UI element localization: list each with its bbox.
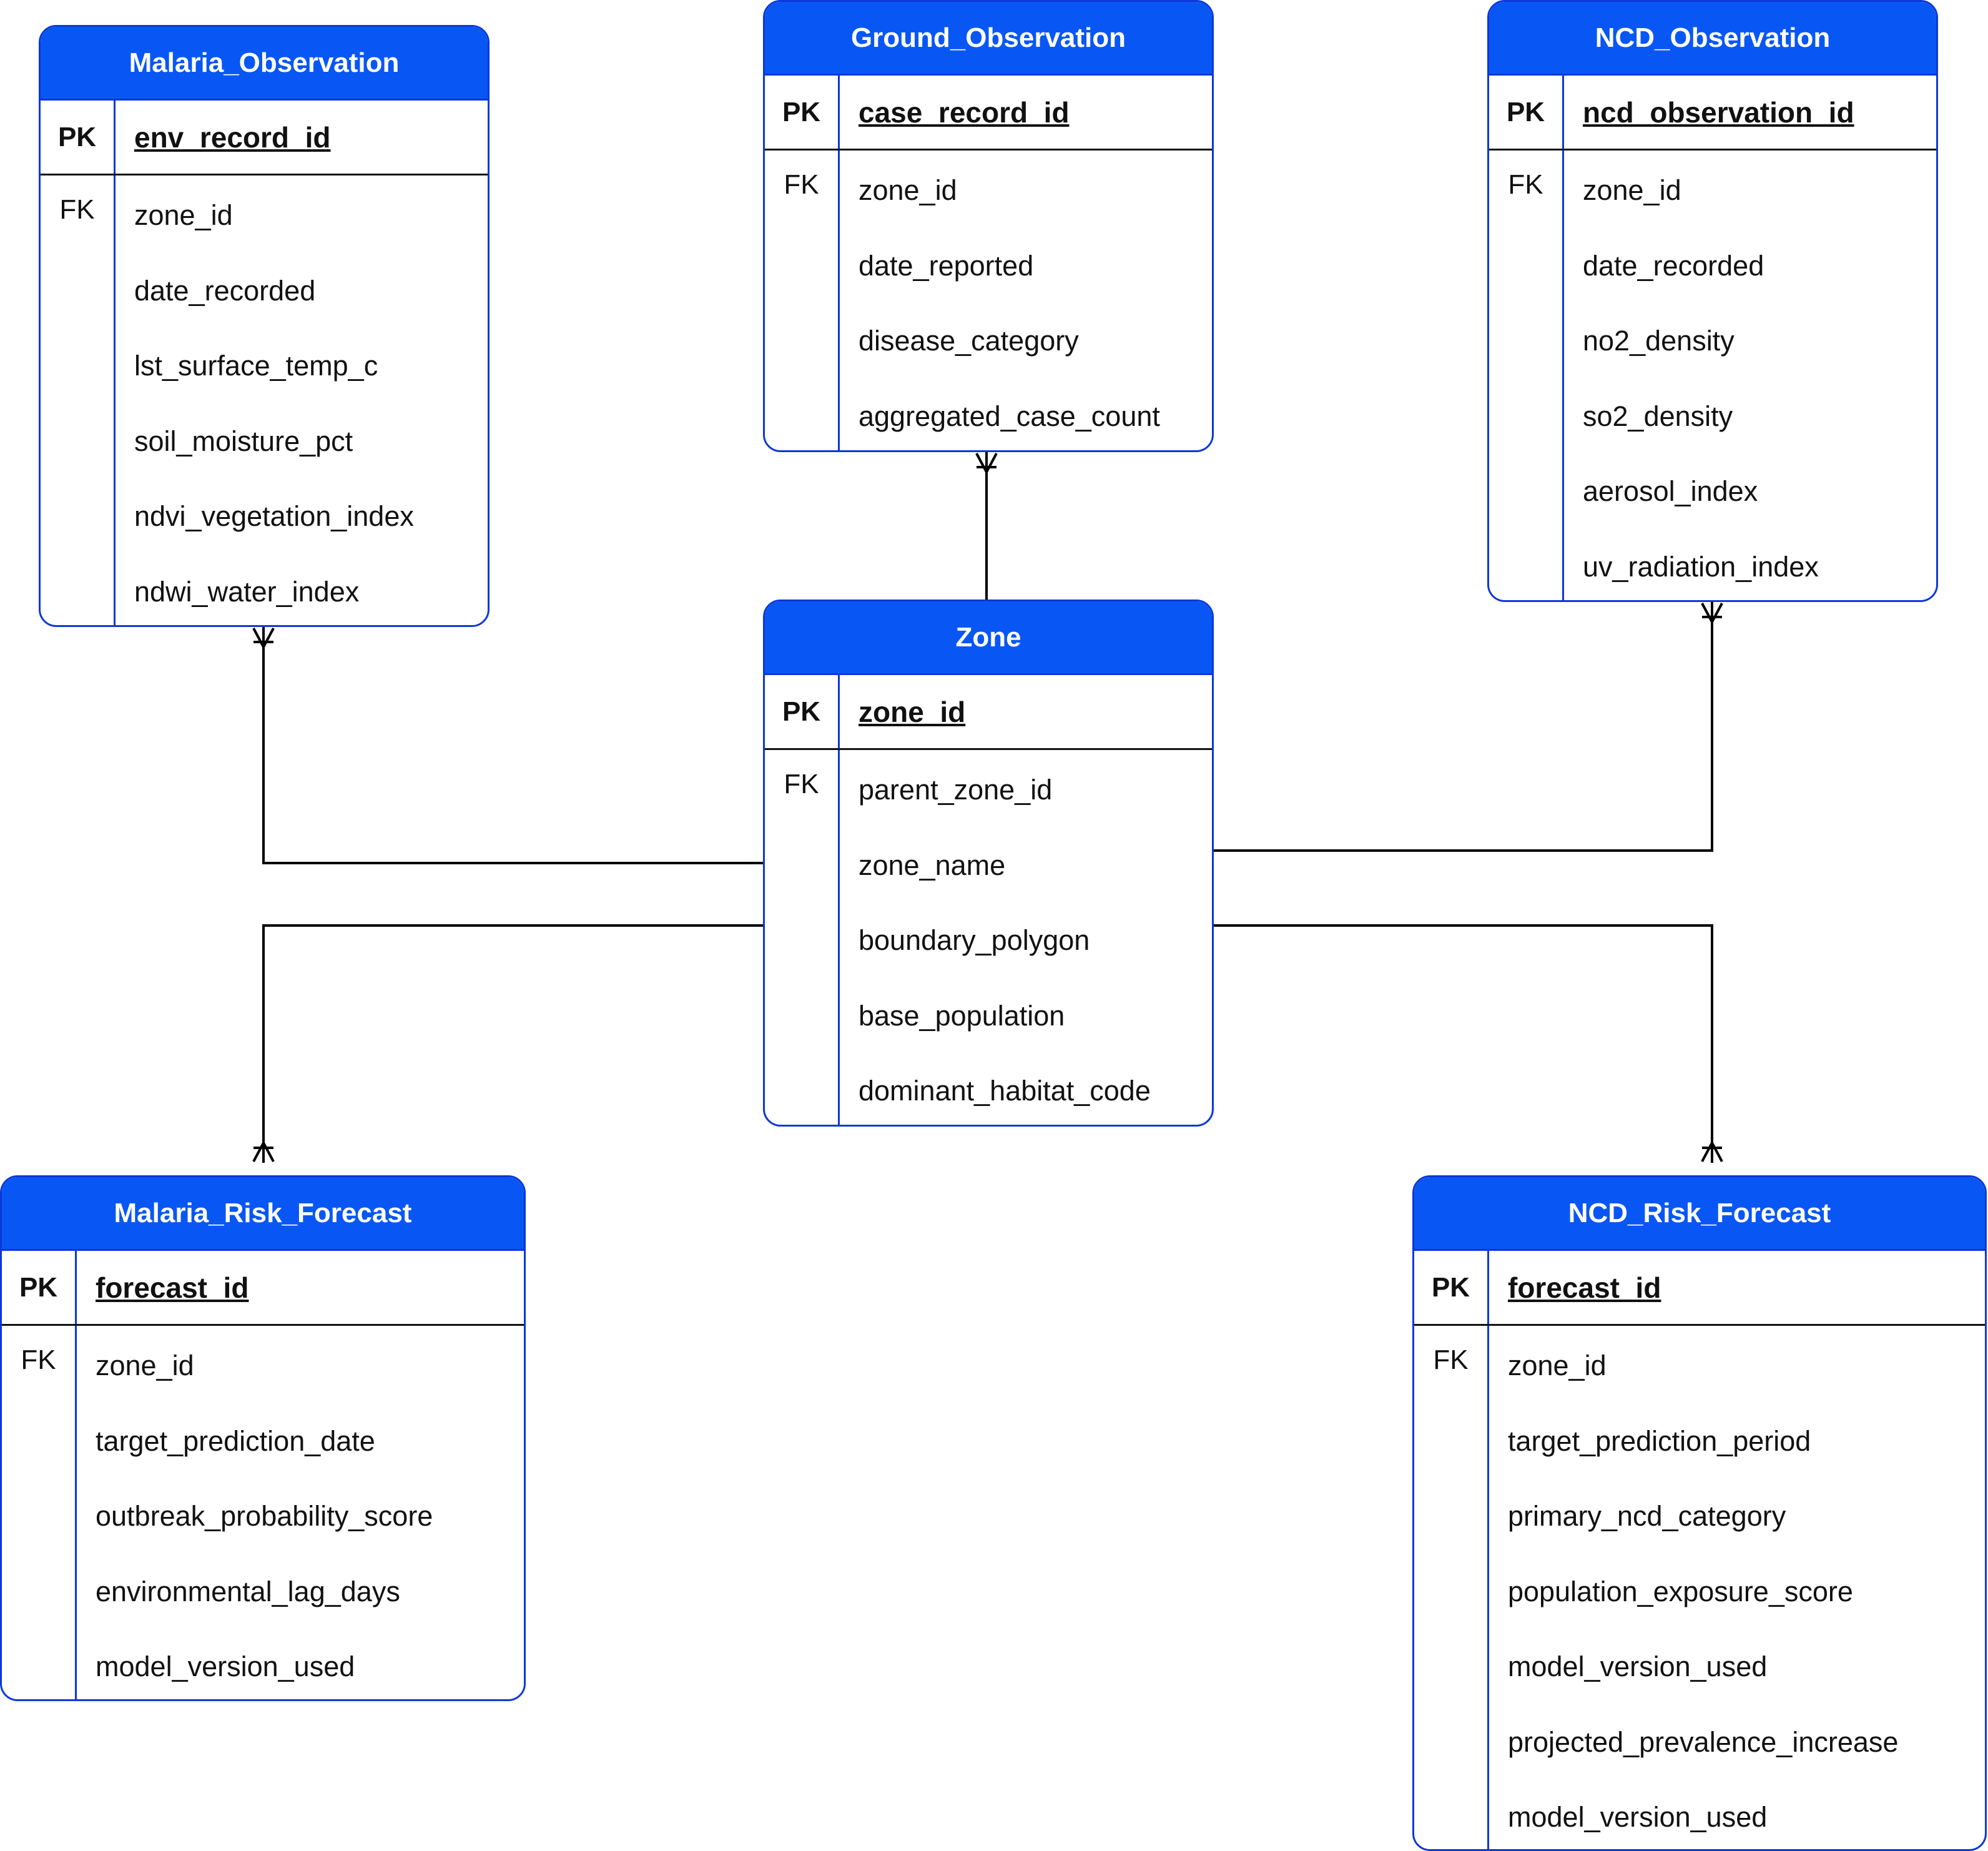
attribute-population-exposure-score: population_exposure_score <box>1508 1575 1853 1607</box>
pk-label: PK <box>1489 76 1564 149</box>
primary-key-field: forecast_id <box>96 1271 249 1304</box>
crows-foot-marker <box>1701 603 1723 623</box>
primary-key-field: env_record_id <box>134 121 331 154</box>
primary-key-row: PK case_record_id <box>765 76 1212 151</box>
relationship-ncd-observation <box>1214 602 1723 852</box>
primary-key-field: ncd_observation_id <box>1583 96 1854 129</box>
fk-label: FK <box>1489 151 1564 600</box>
fk-label: FK <box>2 1326 77 1699</box>
attribute-list: zone_id date_recorded lst_surface_temp_c… <box>116 175 414 625</box>
primary-key-field: forecast_id <box>1508 1271 1661 1304</box>
fk-label: FK <box>1414 1326 1489 1849</box>
attribute-aerosol-index: aerosol_index <box>1583 475 1758 508</box>
crows-foot-marker <box>252 628 275 648</box>
entity-title: NCD_Risk_Forecast <box>1414 1177 1985 1251</box>
attribute-so2-density: so2_density <box>1583 400 1733 432</box>
relationship-malaria-observation <box>252 627 763 864</box>
attribute-aggregated-case-count: aggregated_case_count <box>859 400 1160 432</box>
fk-label: FK <box>765 151 840 450</box>
attribute-zone-id: zone_id <box>859 174 957 207</box>
attribute-zone-id: zone_id <box>96 1350 194 1382</box>
attribute-no2-density: no2_density <box>1583 325 1735 357</box>
primary-key-row: PK forecast_id <box>2 1251 524 1326</box>
attribute-list: zone_id target_prediction_period primary… <box>1489 1326 1899 1849</box>
attribute-zone-id: zone_id <box>1583 174 1681 207</box>
entity-ground-observation[interactable]: Ground_Observation PK case_record_id FK … <box>763 0 1214 452</box>
primary-key-row: PK ncd_observation_id <box>1489 76 1936 151</box>
attribute-block: FK zone_id date_recorded lst_surface_tem… <box>41 175 488 625</box>
primary-key-field: zone_id <box>859 695 966 728</box>
attribute-model-version-used: model_version_used <box>96 1651 355 1683</box>
attribute-uv-radiation-index: uv_radiation_index <box>1583 550 1819 583</box>
entity-title: Malaria_Observation <box>41 27 488 101</box>
attribute-zone-name: zone_name <box>859 849 1006 881</box>
attribute-model-version-used-2: model_version_used <box>1508 1801 1768 1834</box>
attribute-target-prediction-period: target_prediction_period <box>1508 1424 1811 1457</box>
fk-label: FK <box>765 750 840 1125</box>
crows-foot-marker <box>252 1142 275 1162</box>
connector-line <box>1214 602 1713 852</box>
attribute-target-prediction-date: target_prediction_date <box>96 1424 375 1457</box>
attribute-list: parent_zone_id zone_name boundary_polygo… <box>840 750 1151 1125</box>
pk-label: PK <box>765 675 840 748</box>
relationship-malaria-risk-forecast <box>252 924 763 1163</box>
primary-key-row: PK forecast_id <box>1414 1251 1985 1326</box>
attribute-disease-category: disease_category <box>859 325 1079 357</box>
primary-key-field: case_record_id <box>859 96 1070 129</box>
attribute-date-reported: date_reported <box>859 249 1034 282</box>
attribute-block: FK parent_zone_id zone_name boundary_pol… <box>765 750 1212 1125</box>
entity-malaria-observation[interactable]: Malaria_Observation PK env_record_id FK … <box>39 25 490 627</box>
entity-title: NCD_Observation <box>1489 2 1936 76</box>
attribute-model-version-used: model_version_used <box>1508 1651 1768 1683</box>
connector-line <box>262 627 763 864</box>
pk-label: PK <box>765 76 840 149</box>
crows-foot-marker <box>975 453 998 473</box>
crows-foot-marker <box>1701 1142 1723 1162</box>
attribute-list: zone_id target_prediction_date outbreak_… <box>77 1326 433 1699</box>
attribute-boundary-polygon: boundary_polygon <box>859 924 1090 957</box>
connector-line <box>1214 924 1713 1163</box>
attribute-base-population: base_population <box>859 999 1065 1032</box>
entity-malaria-risk-forecast[interactable]: Malaria_Risk_Forecast PK forecast_id FK … <box>0 1175 526 1701</box>
pk-label: PK <box>41 101 116 174</box>
attribute-zone-id: zone_id <box>1508 1350 1607 1382</box>
attribute-environmental-lag-days: environmental_lag_days <box>96 1575 400 1607</box>
pk-label: PK <box>2 1251 77 1324</box>
attribute-soil-moisture: soil_moisture_pct <box>134 425 353 457</box>
attribute-ndvi: ndvi_vegetation_index <box>134 500 414 533</box>
entity-title: Zone <box>765 601 1212 675</box>
attribute-list: zone_id date_recorded no2_density so2_de… <box>1564 151 1819 600</box>
attribute-dominant-habitat-code: dominant_habitat_code <box>859 1075 1151 1107</box>
relationship-ncd-risk-forecast <box>1214 924 1723 1163</box>
entity-ncd-observation[interactable]: NCD_Observation PK ncd_observation_id FK… <box>1487 0 1938 602</box>
primary-key-row: PK env_record_id <box>41 101 488 175</box>
attribute-zone-id: zone_id <box>134 199 233 232</box>
attribute-primary-ncd-category: primary_ncd_category <box>1508 1500 1786 1533</box>
entity-zone[interactable]: Zone PK zone_id FK parent_zone_id zone_n… <box>763 600 1214 1127</box>
connector-line <box>262 924 763 1163</box>
primary-key-row: PK zone_id <box>765 675 1212 750</box>
entity-ncd-risk-forecast[interactable]: NCD_Risk_Forecast PK forecast_id FK zone… <box>1412 1175 1987 1851</box>
attribute-block: FK zone_id date_recorded no2_density so2… <box>1489 151 1936 600</box>
attribute-lst-surface-temp: lst_surface_temp_c <box>134 350 378 382</box>
attribute-list: zone_id date_reported disease_category a… <box>840 151 1160 450</box>
attribute-outbreak-probability-score: outbreak_probability_score <box>96 1500 433 1533</box>
attribute-projected-prevalence-increase: projected_prevalence_increase <box>1508 1725 1899 1758</box>
attribute-date-recorded: date_recorded <box>1583 249 1764 282</box>
attribute-date-recorded: date_recorded <box>134 274 316 307</box>
pk-label: PK <box>1414 1251 1489 1324</box>
attribute-block: FK zone_id target_prediction_period prim… <box>1414 1326 1985 1849</box>
attribute-block: FK zone_id target_prediction_date outbre… <box>2 1326 524 1699</box>
fk-label: FK <box>41 175 116 625</box>
entity-title: Malaria_Risk_Forecast <box>2 1177 524 1251</box>
attribute-ndwi: ndwi_water_index <box>134 575 360 608</box>
entity-title: Ground_Observation <box>765 2 1212 76</box>
attribute-block: FK zone_id date_reported disease_categor… <box>765 151 1212 450</box>
attribute-parent-zone-id: parent_zone_id <box>859 774 1053 806</box>
relationship-ground-observation <box>975 452 998 600</box>
